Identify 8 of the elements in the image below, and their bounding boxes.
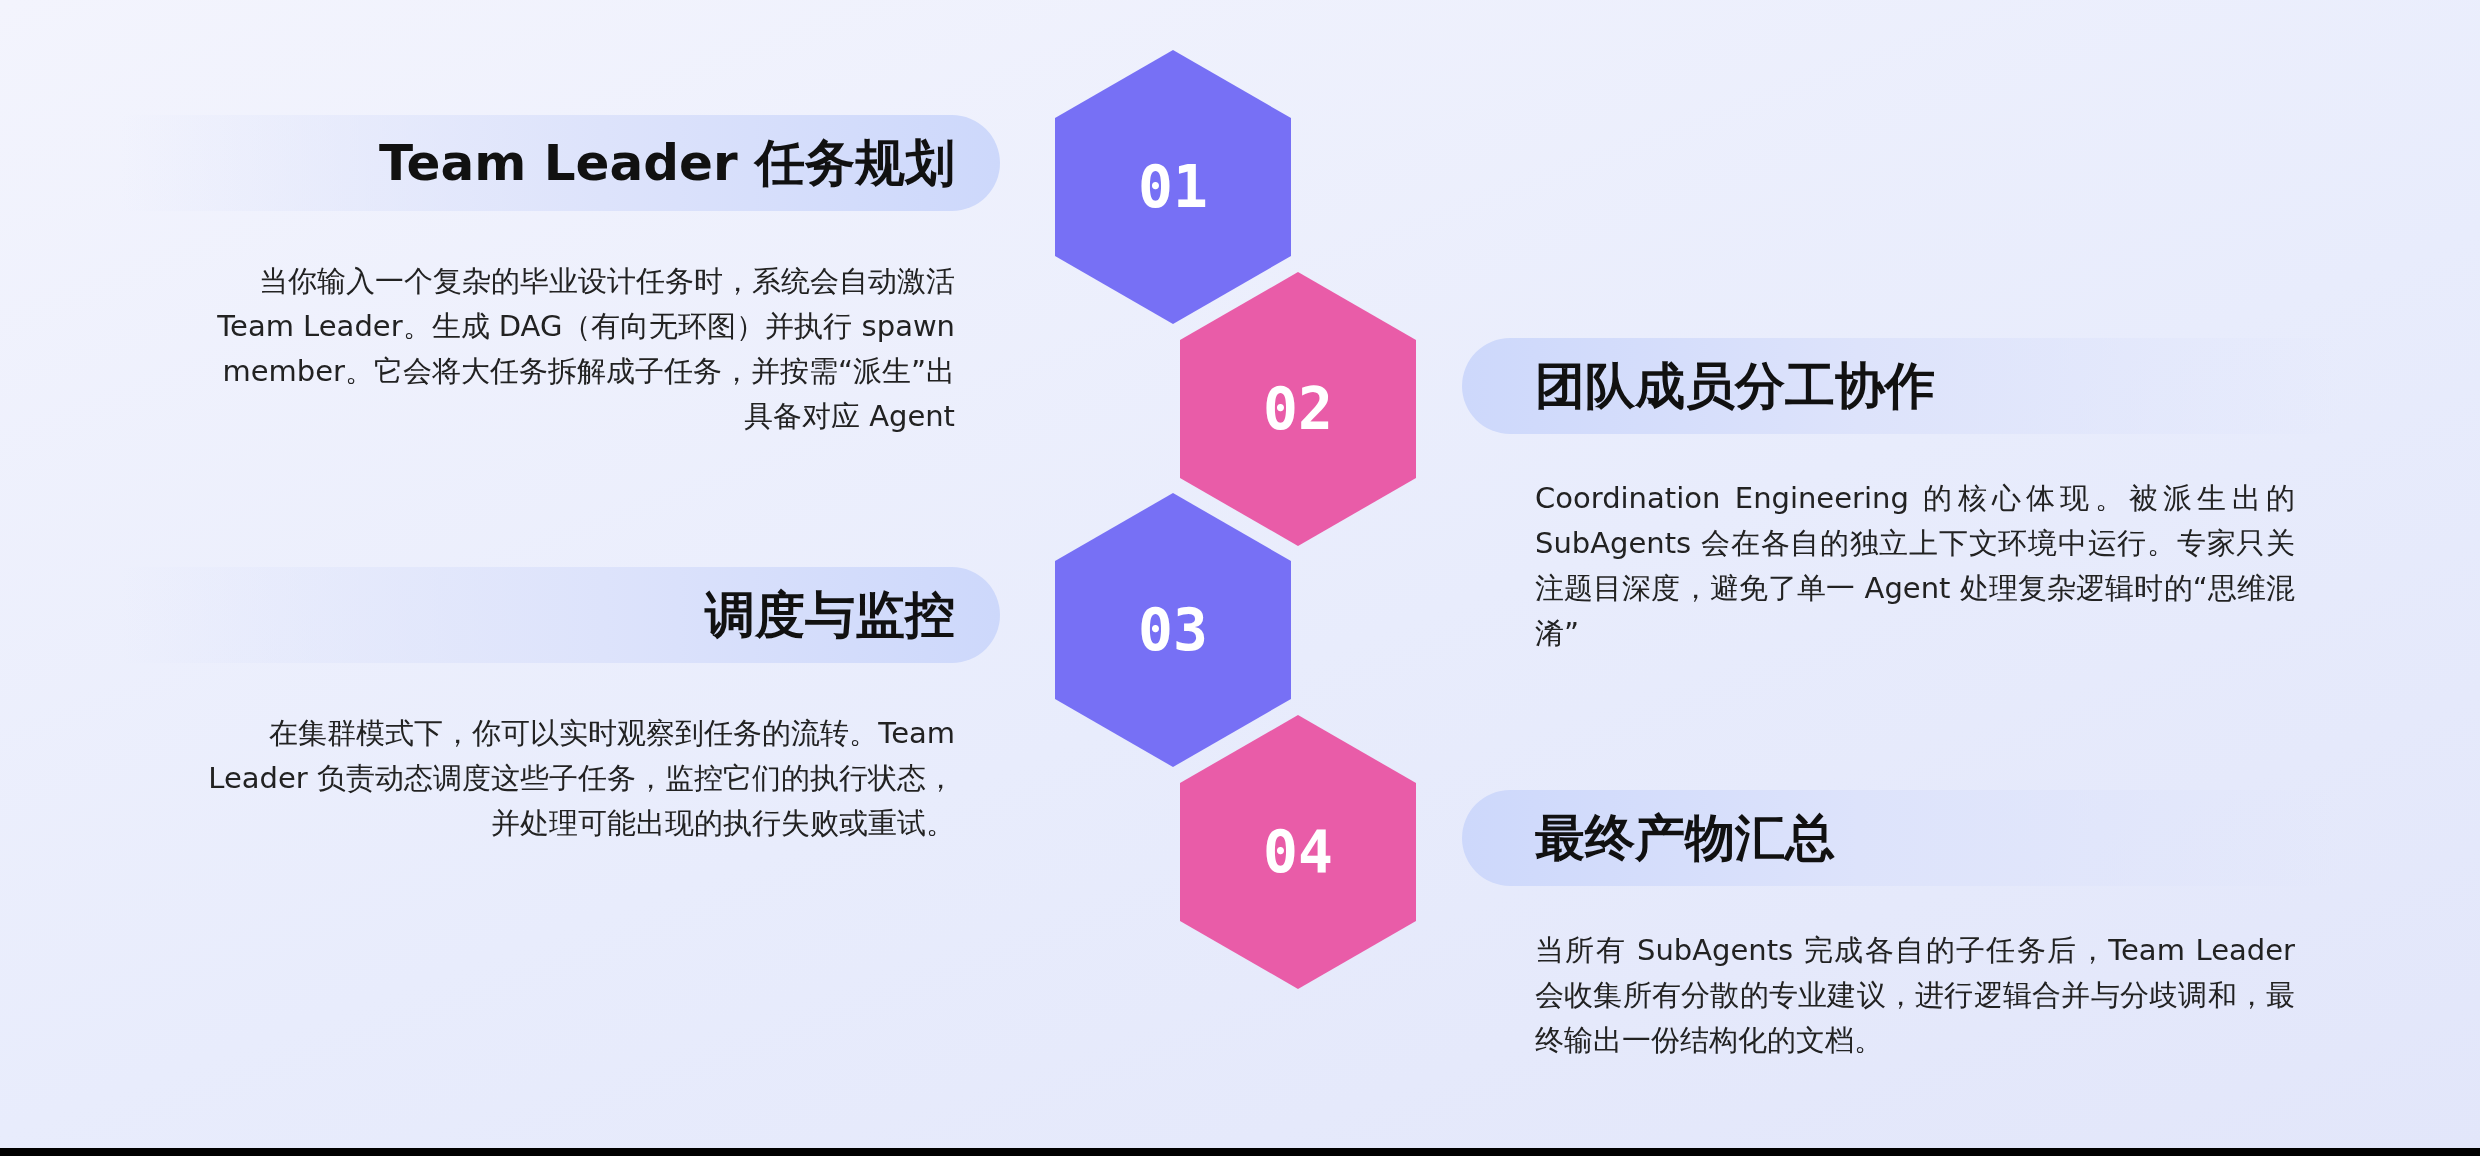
number-hexagon: 04 (1180, 715, 1416, 989)
number-hexagon: 03 (1055, 493, 1291, 767)
number-hexagon: 02 (1180, 272, 1416, 546)
description-text: Coordination Engineering 的核心体现。被派生出的 SubAgents 会在各自的独立上下文环境中运行。专家只关注题目深度，避免了单一 Agent 处理复杂逻辑时的“思维混淆” (1535, 480, 2295, 652)
description-text: 当所有 SubAgents 完成各自的子任务后，Team Leader 会收集所有分散的专业建议，进行逻辑合并与分歧调和，最终输出一份结构化的文档。 (1535, 932, 2295, 1059)
description-text: 在集群模式下，你可以实时观察到任务的流转。Team Leader 负责动态调度这些子任务，监控它们的执行状态，并处理可能出现的执行失败或重试。 (207, 715, 955, 842)
description-text: 当你输入一个复杂的毕业设计任务时，系统会自动激活 Team Leader。生成 DAG（有向无环图）并执行 spawn member。它会将大任务拆解成子任务，并按需“派生”出具备对应 Agent (216, 263, 955, 435)
number-hexagon: 01 (1055, 50, 1291, 324)
